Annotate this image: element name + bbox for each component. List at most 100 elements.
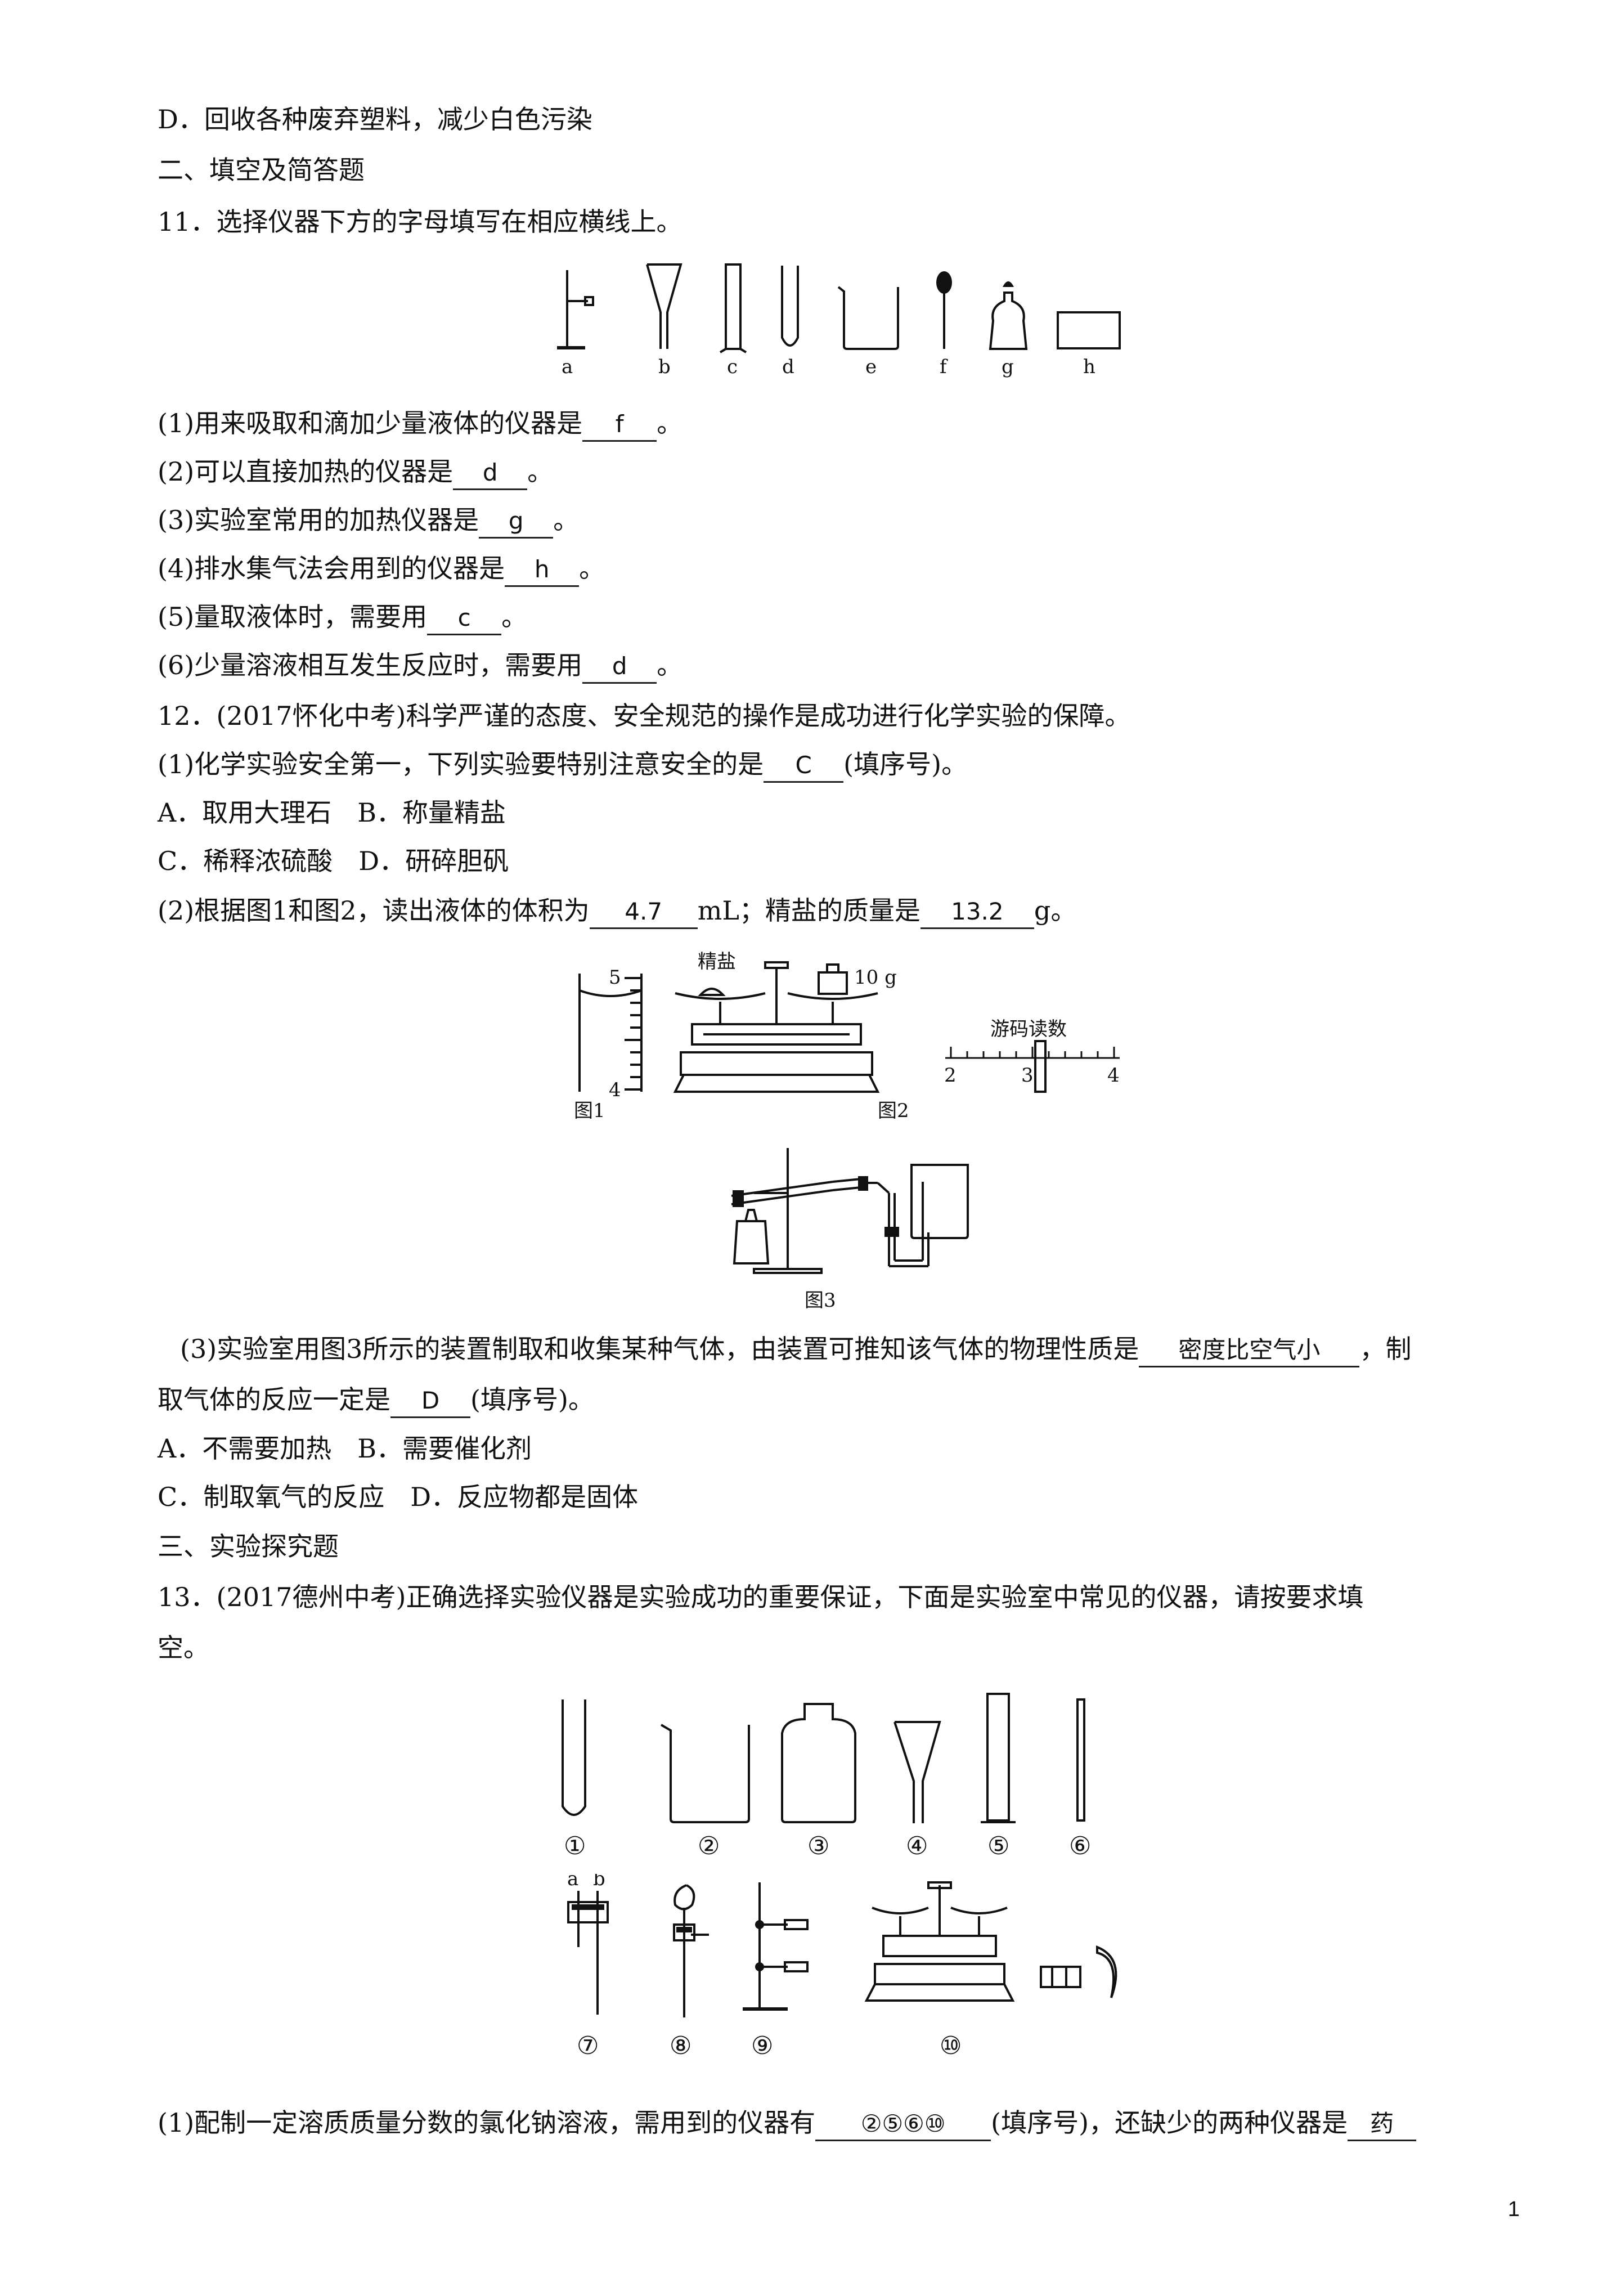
q13-1-answer-missing: 药 xyxy=(1348,2108,1417,2141)
q11-4-text: (4)排水集气法会用到的仪器是 xyxy=(158,553,505,584)
label-h: h xyxy=(1083,356,1095,378)
rider-scale xyxy=(945,1040,1120,1093)
q12-1-options-ab: A．取用大理石 B．称量精盐 xyxy=(158,797,506,828)
lamp-flame xyxy=(1003,281,1014,287)
q12-2-answer-volume: 4.7 xyxy=(589,896,698,929)
question-11-stem: 11．选择仪器下方的字母填写在相应横线上。 xyxy=(158,207,682,237)
label-6: ⑥ xyxy=(1069,1832,1092,1860)
question-13-stem-line1: 13．(2017德州中考)正确选择实验仪器是实验成功的重要保证，下面是实验室中常… xyxy=(158,1582,1364,1612)
q11-5-text: (5)量取液体时，需要用 xyxy=(158,602,428,632)
cylinder-bottom-mark: 4 xyxy=(609,1079,621,1101)
label-3: ③ xyxy=(807,1832,830,1860)
label-b: b xyxy=(658,356,671,378)
section-heading-2: 二、填空及简答题 xyxy=(158,155,365,185)
q11-1-text: (1)用来吸取和滴加少量液体的仪器是 xyxy=(158,408,583,438)
label-1: ① xyxy=(564,1832,586,1860)
q12-3-continue: ，制 xyxy=(1359,1334,1412,1364)
q12-1-text: (1)化学实验安全第一，下列实验要特别注意安全的是 xyxy=(158,749,764,779)
rider-tick-4: 4 xyxy=(1107,1064,1120,1087)
q12-sub-3-line1: (3)实验室用图3所示的装置制取和收集某种气体，由装置可推知该气体的物理性质是密… xyxy=(158,1331,1530,1367)
q12-2-mid: mL；精盐的质量是 xyxy=(697,895,920,926)
q12-1-options-cd: C．稀释浓硫酸 D．研碎胆矾 xyxy=(158,846,509,876)
rider-title: 游码读数 xyxy=(990,1018,1067,1041)
funnel-stopper xyxy=(676,1927,692,1932)
fig1-cylinder xyxy=(578,974,643,1092)
q11-3-end: 。 xyxy=(553,505,580,535)
salt-label: 精盐 xyxy=(698,951,736,973)
option-d-line: D．回收各种废弃塑料，减少白色污染 xyxy=(158,104,592,134)
q12-1-answer: C xyxy=(764,750,844,783)
tube-end-stopper xyxy=(858,1176,868,1191)
label-a: a xyxy=(562,356,573,378)
q11-instruments-svg xyxy=(557,263,1121,353)
label-8: ⑧ xyxy=(670,2032,692,2060)
tube-port-a: a xyxy=(567,1874,578,1890)
rider-tick-3: 3 xyxy=(1021,1064,1034,1087)
q12-3-text: (3)实验室用图3所示的装置制取和收集某种气体，由装置可推知该气体的物理性质是 xyxy=(180,1334,1139,1364)
label-e: e xyxy=(865,356,877,378)
label-d: d xyxy=(782,356,794,378)
q13-1-answer-instruments: ②⑤⑥⑩ xyxy=(815,2108,991,2141)
q13-instruments-row1: ① ② ③ ④ ⑤ ⑥ xyxy=(540,1688,1114,1863)
q11-1-end: 。 xyxy=(657,408,683,438)
label-g: g xyxy=(1002,356,1014,378)
q11-2-end: 。 xyxy=(527,456,554,487)
q11-4-answer: h xyxy=(505,554,580,587)
q12-3-line2-text: 取气体的反应一定是 xyxy=(158,1384,390,1415)
fig2-balance xyxy=(673,961,880,1093)
clamp-joint-lower xyxy=(755,1962,764,1971)
q12-2-answer-mass: 13.2 xyxy=(920,896,1034,929)
stopper-top xyxy=(572,1904,604,1910)
clamp-joint-upper xyxy=(755,1920,764,1929)
q12-fig1-fig2: 5 4 精盐 10 g xyxy=(563,951,1125,1120)
page-number: 1 xyxy=(1507,2198,1520,2221)
q11-6-answer: d xyxy=(582,651,657,684)
q11-2-answer: d xyxy=(453,457,528,490)
q12-3-line2-end: (填序号)。 xyxy=(470,1384,594,1415)
q12-2-end: g。 xyxy=(1034,895,1077,926)
label-c: c xyxy=(727,356,738,378)
rider-tick-2: 2 xyxy=(944,1064,957,1087)
q13-1-text: (1)配制一定溶质质量分数的氯化钠溶液，需用到的仪器有 xyxy=(158,2107,816,2138)
q12-2-text: (2)根据图1和图2，读出液体的体积为 xyxy=(158,895,590,926)
q13-1-mid: (填序号)，还缺少的两种仪器是 xyxy=(991,2107,1348,2138)
q11-2-text: (2)可以直接加热的仪器是 xyxy=(158,456,453,487)
fig1-caption: 图1 xyxy=(574,1100,605,1120)
q13-row2-svg: a b xyxy=(567,1874,1117,2017)
q11-3-answer: g xyxy=(479,505,554,539)
label-4: ④ xyxy=(906,1832,928,1860)
label-5: ⑤ xyxy=(987,1832,1010,1860)
tube-stopper xyxy=(733,1190,744,1207)
weight-label: 10 g xyxy=(854,966,897,989)
q11-3-text: (3)实验室常用的加热仪器是 xyxy=(158,505,479,535)
label-9: ⑨ xyxy=(751,2032,774,2060)
q11-6-end: 。 xyxy=(657,650,683,680)
q11-1-answer: f xyxy=(582,409,657,442)
q11-5-end: 。 xyxy=(501,602,528,632)
q11-6-text: (6)少量溶液相互发生反应时，需要用 xyxy=(158,650,583,680)
q13-instruments-row2: a b ⑦ ⑧ ⑨ ⑩ xyxy=(557,1874,1153,2060)
fig3-caption: 图3 xyxy=(805,1289,836,1311)
question-13-stem-line2: 空。 xyxy=(158,1633,209,1663)
q12-3-answer-property: 密度比空气小 xyxy=(1139,1334,1360,1367)
dropper-bulb xyxy=(936,271,952,294)
label-7: ⑦ xyxy=(577,2032,599,2060)
label-10: ⑩ xyxy=(940,2032,962,2060)
fig1-fig2-svg: 5 4 精盐 10 g xyxy=(574,951,1120,1120)
cylinder-top-mark: 5 xyxy=(609,966,621,989)
fig3-svg: 图3 xyxy=(731,1148,969,1311)
section-heading-3: 三、实验探究题 xyxy=(158,1531,339,1562)
q12-1-end: (填序号)。 xyxy=(843,749,968,779)
q11-5-answer: c xyxy=(427,602,502,635)
